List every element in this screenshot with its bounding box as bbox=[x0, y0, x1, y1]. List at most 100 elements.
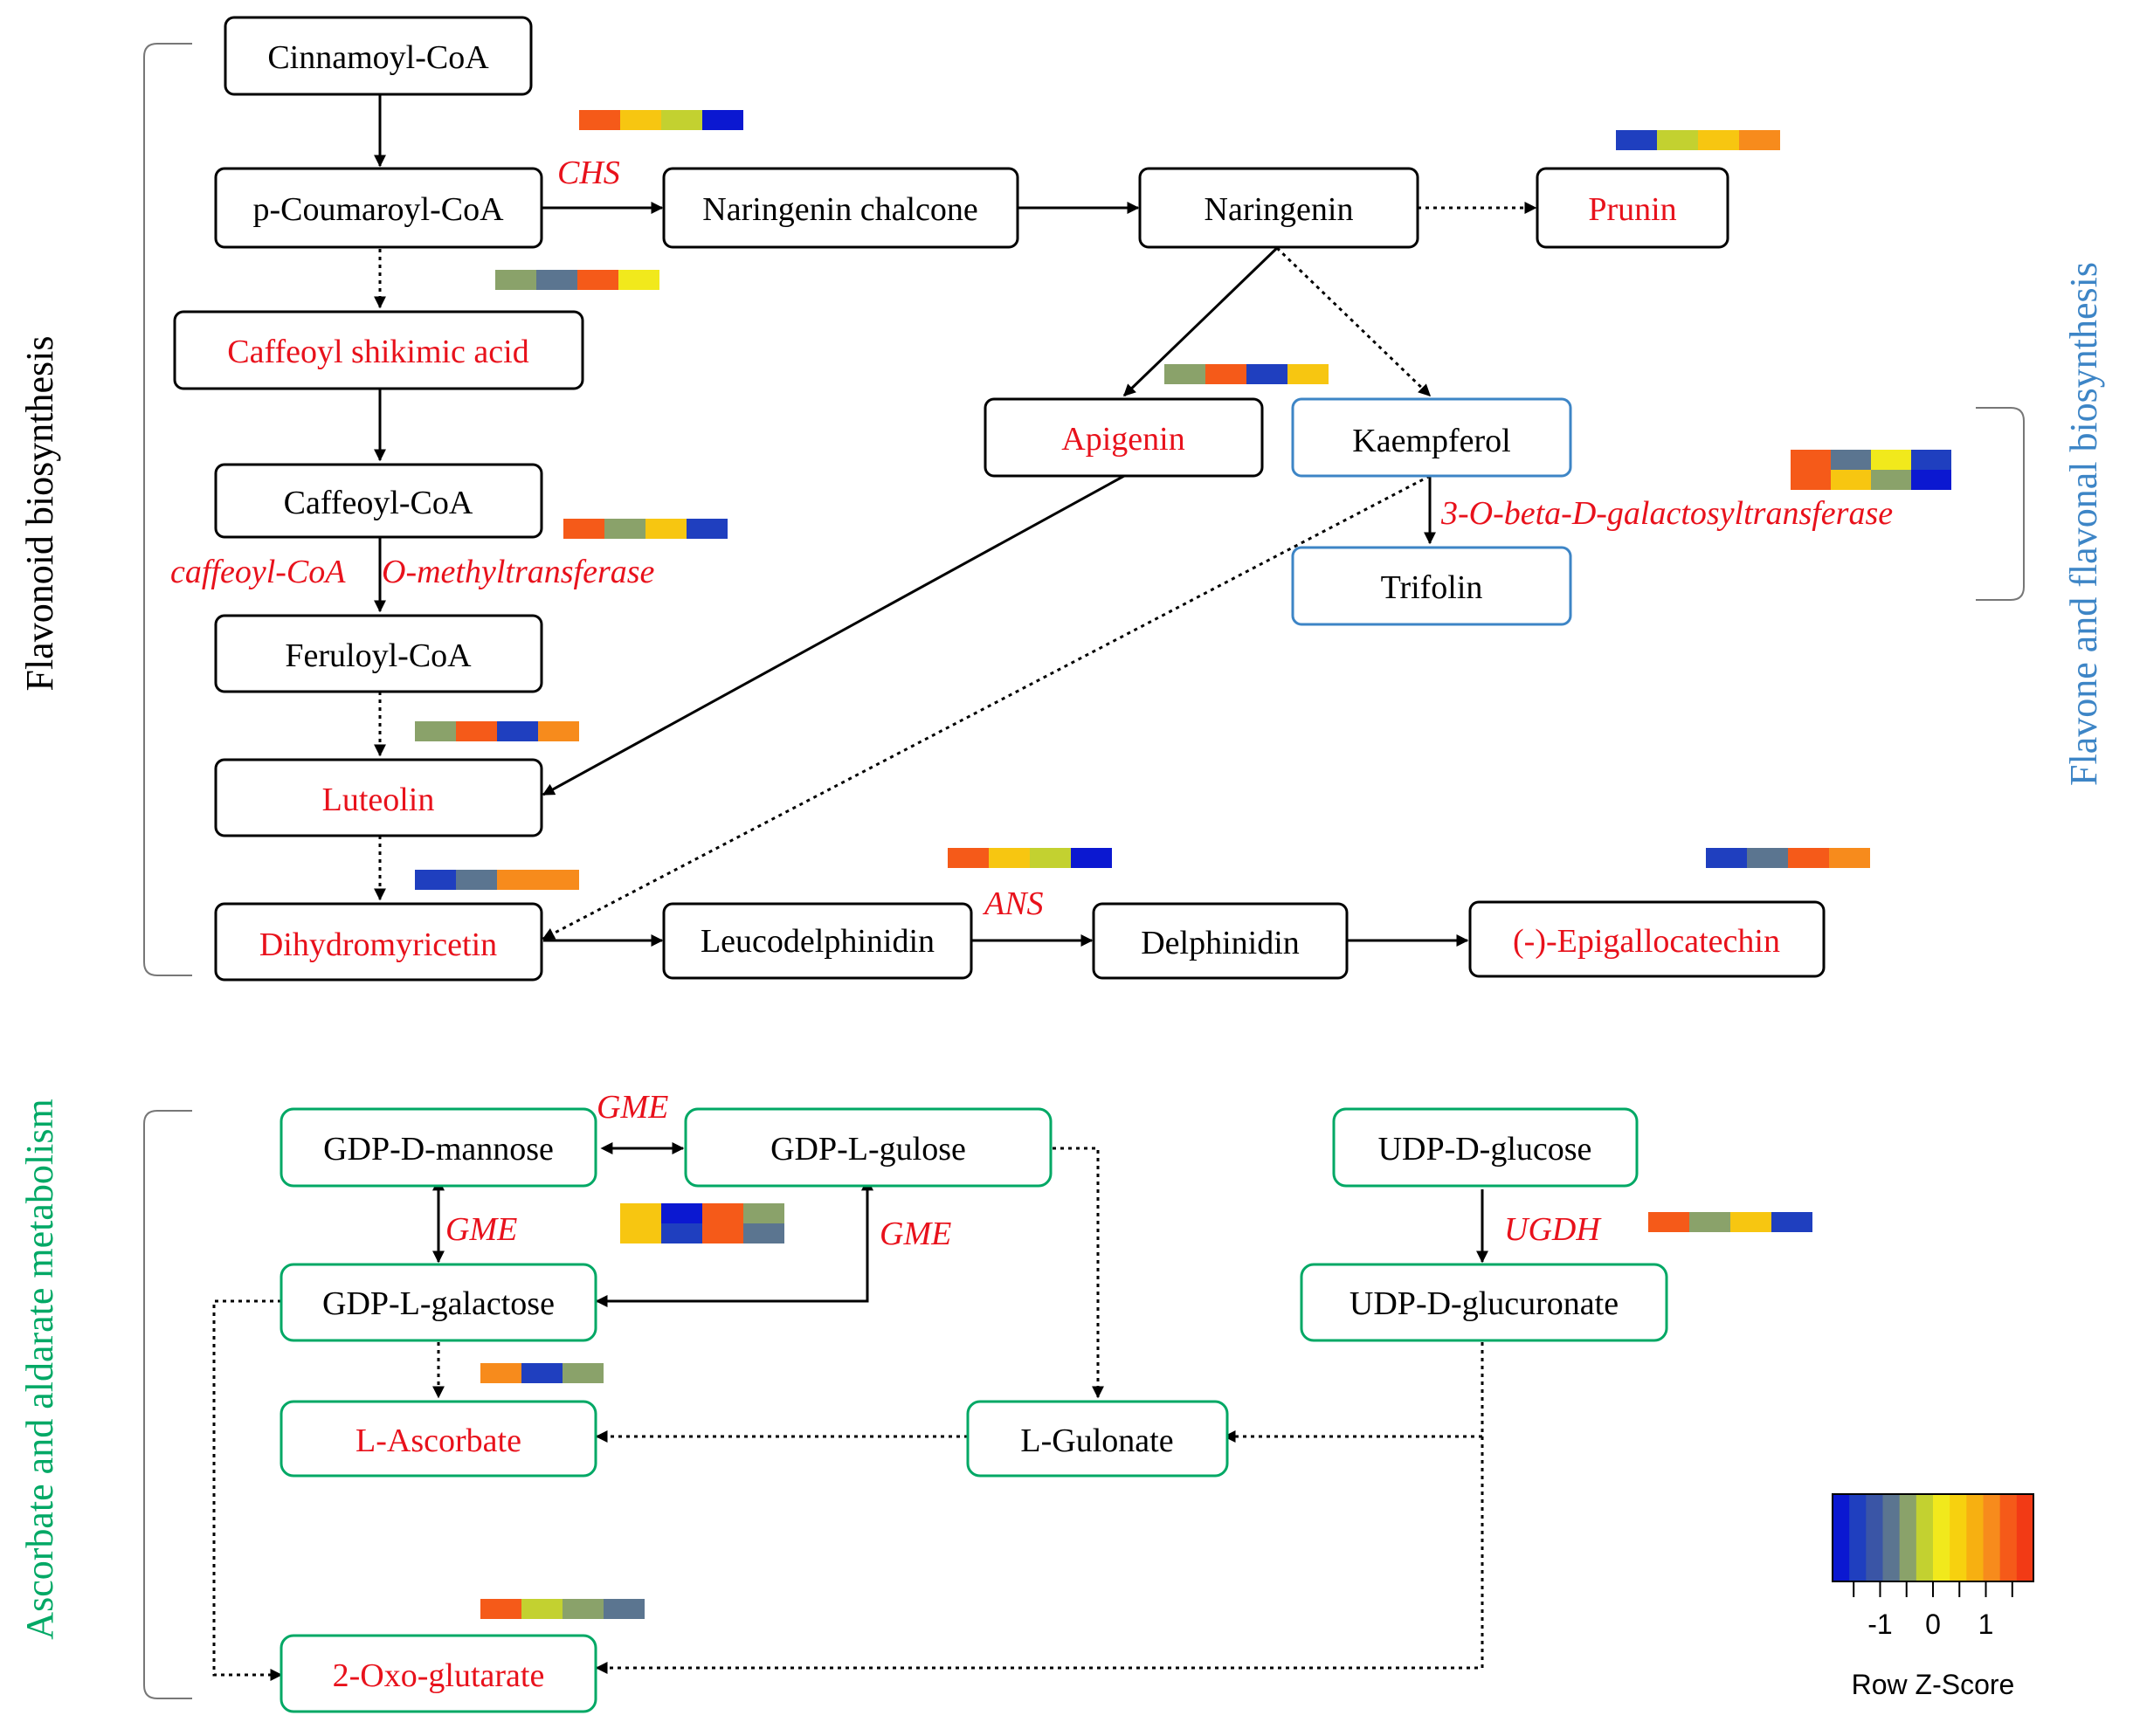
enzyme-gme-right: GME bbox=[880, 1216, 951, 1252]
heatmap-cell bbox=[563, 1599, 604, 1619]
node-label: Leucodelphinidin bbox=[701, 923, 935, 960]
ascorbate-nodes: GDP-D-mannose GDP-L-gulose UDP-D-glucose… bbox=[280, 1107, 1668, 1713]
heatmap-cell bbox=[948, 848, 989, 868]
node-p-coumaroyl-coa[interactable]: p-Coumaroyl-CoA bbox=[214, 167, 543, 249]
heatmap-cell bbox=[521, 1363, 563, 1383]
heatmap-cell bbox=[536, 270, 577, 290]
heatmap-cell bbox=[480, 1599, 521, 1619]
node-kaempferol[interactable]: Kaempferol bbox=[1291, 397, 1572, 478]
node-gdp-l-galactose[interactable]: GDP-L-galactose bbox=[280, 1263, 597, 1342]
heatmap-prunin bbox=[1616, 130, 1780, 150]
heatmap-cell bbox=[495, 270, 536, 290]
enzyme-ans: ANS bbox=[982, 885, 1044, 922]
node-cinnamoyl-coa[interactable]: Cinnamoyl-CoA bbox=[224, 16, 533, 96]
heatmap-cell bbox=[687, 519, 728, 539]
node-caffeoyl-coa[interactable]: Caffeoyl-CoA bbox=[214, 463, 543, 539]
legend-color-step bbox=[1849, 1494, 1867, 1581]
enzyme-ugdh: UGDH bbox=[1504, 1211, 1602, 1248]
node-udp-d-glucose[interactable]: UDP-D-glucose bbox=[1332, 1107, 1639, 1188]
node-trifolin[interactable]: Trifolin bbox=[1291, 546, 1572, 626]
heatmap-cell bbox=[989, 848, 1030, 868]
heatmap-cell bbox=[521, 1599, 563, 1619]
node-feruloyl-coa[interactable]: Feruloyl-CoA bbox=[214, 614, 543, 693]
legend-color-step bbox=[1966, 1494, 1984, 1581]
node-label: Caffeoyl shikimic acid bbox=[227, 334, 528, 370]
heatmap-cell bbox=[456, 721, 497, 741]
node-prunin[interactable]: Prunin bbox=[1536, 167, 1729, 249]
node-naringenin[interactable]: Naringenin bbox=[1138, 167, 1419, 249]
arrow-gulose-to-gulonate bbox=[1053, 1147, 1104, 1399]
heatmap-cell bbox=[604, 1599, 645, 1619]
heatmap-cell bbox=[645, 519, 687, 539]
heatmap-cell bbox=[620, 1203, 661, 1223]
heatmap-cell bbox=[1287, 364, 1329, 384]
node-label: UDP-D-glucose bbox=[1378, 1131, 1592, 1168]
heatmap-cell bbox=[620, 110, 661, 130]
node-label: Prunin bbox=[1588, 191, 1676, 228]
node-dihydromyricetin[interactable]: Dihydromyricetin bbox=[214, 902, 543, 982]
arrow-gulose-galactose bbox=[595, 1178, 873, 1307]
heatmap-cell bbox=[743, 1223, 784, 1243]
heatmap-cell bbox=[497, 870, 538, 890]
node-label: Caffeoyl-CoA bbox=[284, 485, 473, 521]
heatmap-gme bbox=[620, 1203, 784, 1243]
flavonoid-section-label: Flavonoid biosynthesis bbox=[18, 335, 61, 691]
heatmap-cell bbox=[497, 721, 538, 741]
heatmap-cell bbox=[563, 1363, 604, 1383]
node-l-gulonate[interactable]: L-Gulonate bbox=[966, 1400, 1229, 1478]
ascorbate-section-label: Ascorbate and aldarate metabolism bbox=[18, 1099, 61, 1639]
heatmap-cell bbox=[1747, 848, 1788, 868]
heatmap-cell bbox=[1831, 450, 1871, 470]
heatmap-ccoaomt bbox=[563, 519, 728, 539]
heatmap-cell bbox=[661, 1203, 702, 1223]
heatmap-cell bbox=[702, 110, 743, 130]
heatmap-cell bbox=[1911, 450, 1951, 470]
heatmap-cell bbox=[620, 1223, 661, 1243]
legend-color-step bbox=[1866, 1494, 1883, 1581]
node-label: L-Ascorbate bbox=[356, 1423, 521, 1459]
legend-color-step bbox=[2016, 1494, 2034, 1581]
ascorbate-arrows bbox=[212, 1142, 1488, 1681]
enzyme-gme-left: GME bbox=[445, 1211, 517, 1248]
node-label: p-Coumaroyl-CoA bbox=[252, 191, 504, 228]
node-label: Kaempferol bbox=[1352, 423, 1510, 459]
heatmap-cell bbox=[480, 1363, 521, 1383]
enzyme-ccoaomt-part2: O-methyltransferase bbox=[382, 554, 655, 590]
node-label: L-Gulonate bbox=[1020, 1423, 1173, 1459]
node-epigallocatechin[interactable]: (-)-Epigallocatechin bbox=[1468, 900, 1826, 978]
node-apigenin[interactable]: Apigenin bbox=[984, 397, 1264, 478]
heatmap-cell bbox=[1788, 848, 1829, 868]
node-label: UDP-D-glucuronate bbox=[1350, 1285, 1619, 1322]
heatmap-dihydromyricetin bbox=[415, 870, 579, 890]
node-naringenin-chalcone[interactable]: Naringenin chalcone bbox=[662, 167, 1019, 249]
heatmap-cell bbox=[415, 870, 456, 890]
heatmap-cell bbox=[1791, 450, 1831, 470]
node-delphinidin[interactable]: Delphinidin bbox=[1092, 902, 1349, 980]
node-l-ascorbate[interactable]: L-Ascorbate bbox=[280, 1400, 597, 1478]
heatmap-cell bbox=[743, 1203, 784, 1223]
heatmap-cell bbox=[1689, 1212, 1730, 1232]
ascorbate-bracket bbox=[143, 1110, 192, 1699]
flavone-section-label: Flavone and flavonal biosynthesis bbox=[2062, 262, 2105, 786]
heatmap-cell bbox=[604, 519, 645, 539]
enzyme-chs: CHS bbox=[557, 155, 620, 191]
heatmap-ascorbate bbox=[480, 1363, 604, 1383]
node-caffeoyl-shikimic-acid[interactable]: Caffeoyl shikimic acid bbox=[173, 310, 584, 390]
node-2-oxo-glutarate[interactable]: 2-Oxo-glutarate bbox=[280, 1634, 597, 1713]
legend-tick-label: -1 bbox=[1867, 1609, 1892, 1640]
node-label: Luteolin bbox=[322, 782, 435, 818]
node-leucodelphinidin[interactable]: Leucodelphinidin bbox=[662, 902, 973, 980]
node-udp-d-glucuronate[interactable]: UDP-D-glucuronate bbox=[1300, 1263, 1668, 1342]
node-label: Delphinidin bbox=[1141, 925, 1300, 961]
heatmap-cell bbox=[1829, 848, 1870, 868]
node-gdp-l-gulose[interactable]: GDP-L-gulose bbox=[684, 1107, 1053, 1188]
heatmap-cell bbox=[538, 721, 579, 741]
node-luteolin[interactable]: Luteolin bbox=[214, 758, 543, 837]
node-label: Naringenin bbox=[1205, 191, 1354, 228]
node-gdp-d-mannose[interactable]: GDP-D-mannose bbox=[280, 1107, 597, 1188]
heatmap-luteolin bbox=[415, 721, 579, 741]
heatmap-cell bbox=[1706, 848, 1747, 868]
legend-color-step bbox=[1933, 1494, 1950, 1581]
arrow-galactose-to-oxoglutarate bbox=[212, 1299, 283, 1681]
